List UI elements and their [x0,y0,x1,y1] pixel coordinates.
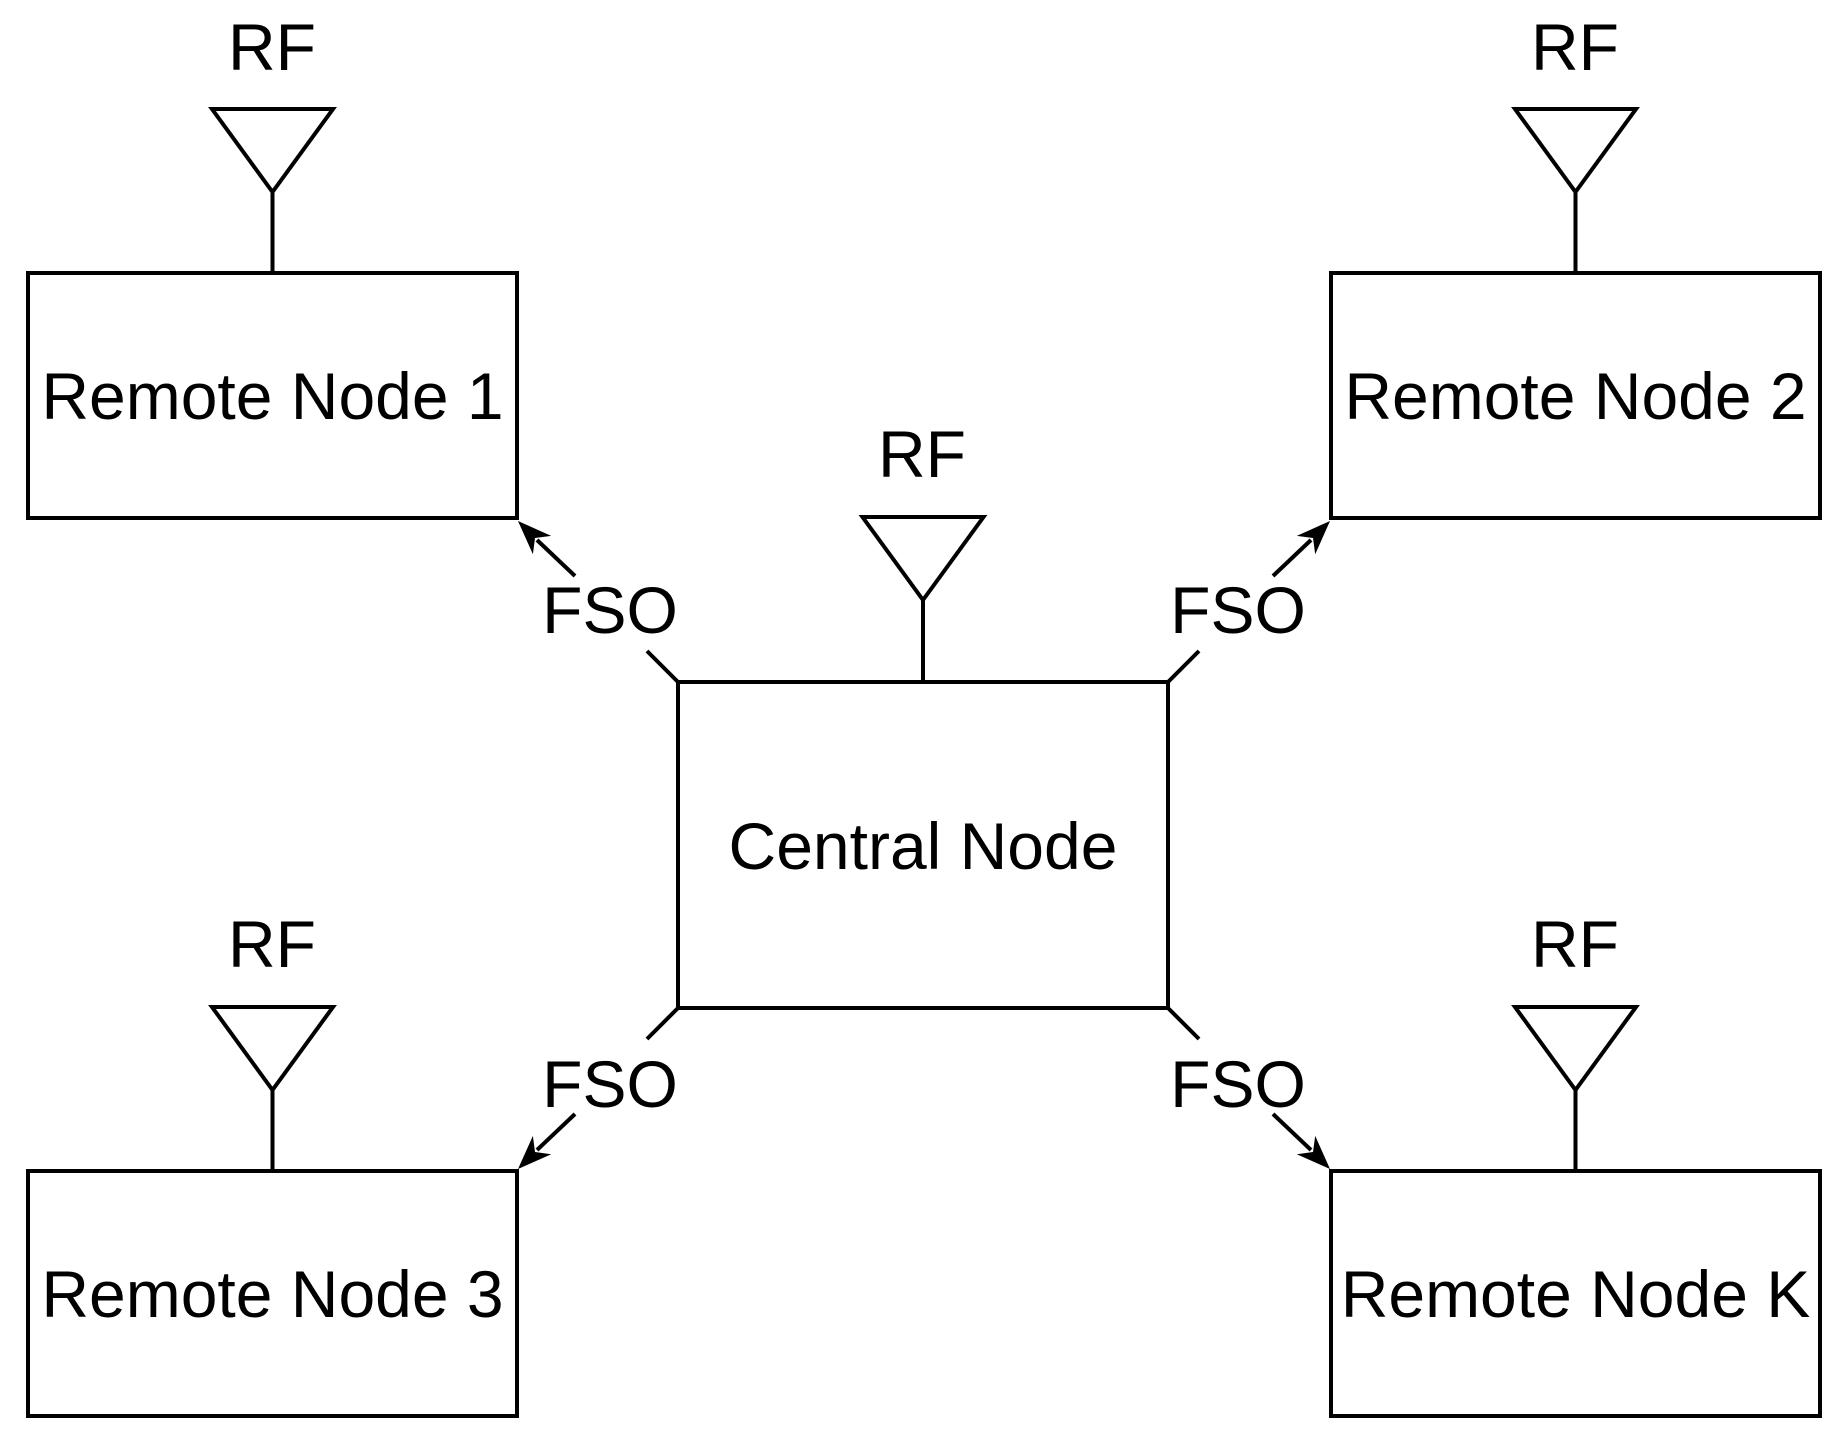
rf-antenna-label: RF [228,907,316,981]
link-arrow-line [1271,538,1313,578]
fso-link-label: FSO [1170,1047,1306,1121]
link-segment [645,1006,680,1041]
fso-link-bottom-left: FSO [518,1006,680,1169]
link-segment [645,649,680,684]
fso-link-label: FSO [542,1047,678,1121]
remote-node-2: RF Remote Node 2 [1329,10,1822,520]
remote-node-k: RF Remote Node K [1329,907,1822,1418]
node-label: Central Node [729,809,1118,883]
rf-antenna-label: RF [228,10,316,84]
arrowhead-icon [1296,521,1330,555]
node-box [26,271,519,520]
link-arrow-line [1271,1112,1313,1152]
remote-node-3: RF Remote Node 3 [26,907,519,1418]
rf-antenna-icon [1511,1005,1640,1173]
node-label: Remote Node 2 [1344,359,1806,433]
fso-link-top-left: FSO [518,521,680,684]
fso-link-label: FSO [542,573,678,647]
node-box [26,1169,519,1418]
link-arrow-line [535,538,577,578]
rf-antenna-icon [858,515,988,684]
node-box [1329,271,1822,520]
link-arrow-line [535,1112,577,1152]
node-label: Remote Node 1 [41,359,503,433]
rf-antenna-icon [1511,107,1640,275]
node-box [676,680,1170,1010]
antenna-triangle [858,515,988,604]
node-label: Remote Node 3 [41,1257,503,1331]
fso-link-bottom-right: FSO [1166,1006,1330,1169]
antenna-triangle [1511,107,1640,196]
node-box [1329,1169,1822,1418]
arrowhead-icon [518,1135,552,1169]
link-segment [1166,1006,1201,1041]
link-segment [1166,649,1201,684]
central-node: RF Central Node [676,417,1170,1010]
antenna-triangle [208,107,337,196]
fso-link-label: FSO [1170,573,1306,647]
fso-link-top-right: FSO [1166,521,1330,684]
antenna-triangle [1511,1005,1640,1094]
arrowhead-icon [1296,1135,1330,1169]
rf-antenna-icon [208,1005,337,1173]
rf-antenna-label: RF [1531,907,1619,981]
node-label: Remote Node K [1341,1257,1811,1331]
antenna-triangle [208,1005,337,1094]
rf-antenna-label: RF [1531,10,1619,84]
remote-node-1: RF Remote Node 1 [26,10,519,520]
rf-antenna-icon [208,107,337,275]
arrowhead-icon [518,521,552,555]
rf-antenna-label: RF [878,417,966,491]
